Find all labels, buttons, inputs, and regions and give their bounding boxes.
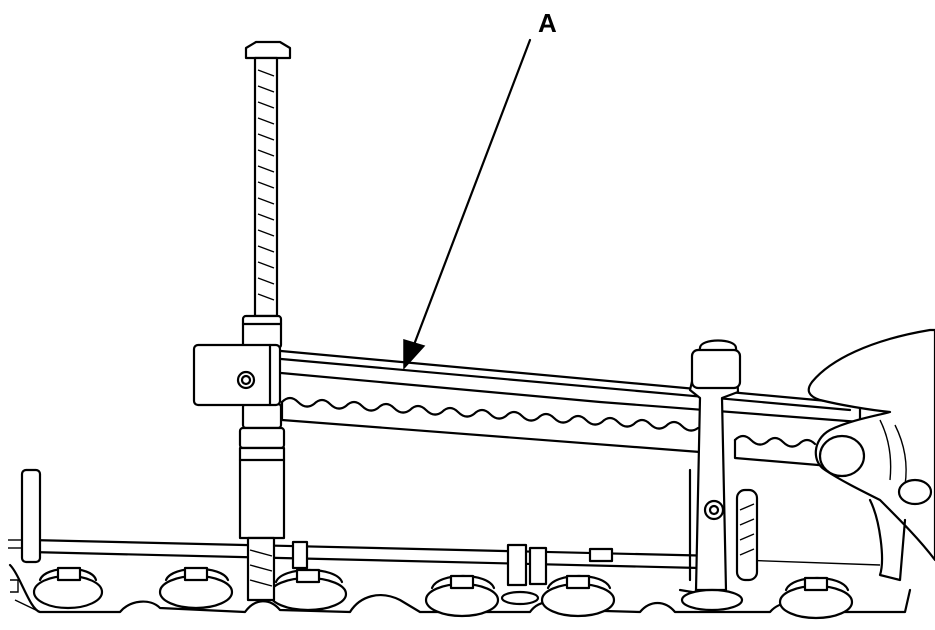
callout-label-a: A bbox=[538, 8, 557, 38]
cam-cap-bolt bbox=[268, 568, 348, 612]
cam-cap-bolt bbox=[778, 576, 854, 620]
tool-a-holder-bar bbox=[192, 343, 862, 468]
cam-cap-bolt bbox=[540, 574, 616, 618]
cam-cap-bolt bbox=[32, 566, 104, 610]
hand bbox=[807, 328, 935, 582]
tool-a-support-arm bbox=[678, 339, 744, 612]
callout-arrowhead bbox=[403, 338, 426, 370]
cylinder-head bbox=[8, 468, 912, 620]
cam-cap-bolt bbox=[158, 566, 234, 610]
threaded-rod-assembly bbox=[238, 40, 292, 602]
cam-cap-bolt bbox=[424, 574, 500, 618]
callout-a: A bbox=[403, 8, 557, 370]
